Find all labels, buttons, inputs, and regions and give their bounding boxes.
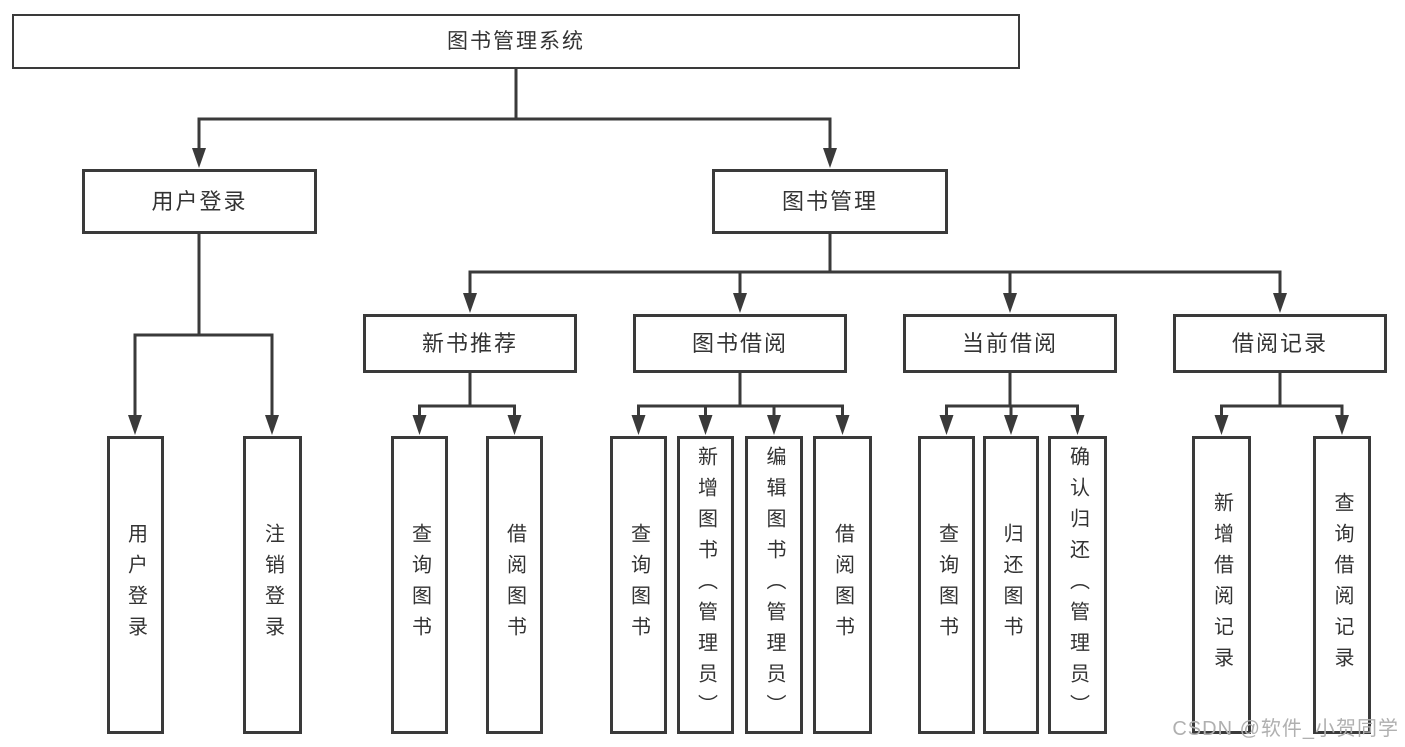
- node-borrow-records: 借阅记录: [1173, 314, 1387, 373]
- leaf-user-login-label: 用户登录: [124, 523, 147, 647]
- csdn-watermark: CSDN @软件_小贺同学: [1172, 718, 1399, 740]
- node-current-borrow: 当前借阅: [903, 314, 1117, 373]
- leaf-borrow-book-borrow-label: 借阅图书: [831, 523, 854, 647]
- node-current-borrow-label: 当前借阅: [961, 330, 1058, 356]
- leaf-query-borrow-record: 查询借阅记录: [1313, 436, 1371, 734]
- leaf-query-book-borrow-label: 查询图书: [627, 523, 650, 647]
- node-new-book-recommend-label: 新书推荐: [421, 330, 518, 356]
- node-book-management-label: 图书管理: [781, 188, 878, 214]
- leaf-logout: 注销登录: [243, 436, 302, 734]
- leaf-confirm-return-admin-label: 确认归还（管理员）: [1066, 445, 1089, 725]
- leaf-query-borrow-record-label: 查询借阅记录: [1331, 492, 1353, 678]
- node-root-label: 图书管理系统: [447, 30, 585, 53]
- leaf-add-borrow-record: 新增借阅记录: [1192, 436, 1251, 734]
- leaf-add-borrow-record-label: 新增借阅记录: [1210, 492, 1233, 678]
- leaf-add-book-admin: 新增图书（管理员）: [677, 436, 734, 734]
- leaf-borrow-book-recommend: 借阅图书: [486, 436, 543, 734]
- leaf-return-book: 归还图书: [983, 436, 1039, 734]
- node-book-borrow-label: 图书借阅: [691, 330, 788, 356]
- leaf-borrow-book-borrow: 借阅图书: [813, 436, 872, 734]
- leaf-confirm-return-admin: 确认归还（管理员）: [1048, 436, 1107, 734]
- leaf-edit-book-admin: 编辑图书（管理员）: [745, 436, 803, 734]
- leaf-query-book-recommend-label: 查询图书: [408, 523, 431, 647]
- leaf-return-book-label: 归还图书: [1000, 523, 1022, 647]
- leaf-query-book-recommend: 查询图书: [391, 436, 448, 734]
- leaf-user-login: 用户登录: [107, 436, 164, 734]
- leaf-edit-book-admin-label: 编辑图书（管理员）: [763, 445, 785, 725]
- node-borrow-records-label: 借阅记录: [1231, 330, 1328, 356]
- node-user-login: 用户登录: [82, 169, 317, 234]
- leaf-borrow-book-recommend-label: 借阅图书: [503, 523, 526, 647]
- node-root: 图书管理系统: [12, 14, 1020, 69]
- leaf-query-book-current: 查询图书: [918, 436, 975, 734]
- node-new-book-recommend: 新书推荐: [363, 314, 577, 373]
- node-book-management: 图书管理: [712, 169, 948, 234]
- node-book-borrow: 图书借阅: [633, 314, 847, 373]
- node-user-login-label: 用户登录: [151, 188, 248, 214]
- leaf-logout-label: 注销登录: [261, 523, 284, 647]
- leaf-add-book-admin-label: 新增图书（管理员）: [694, 445, 717, 725]
- leaf-query-book-borrow: 查询图书: [610, 436, 667, 734]
- leaf-query-book-current-label: 查询图书: [935, 523, 958, 647]
